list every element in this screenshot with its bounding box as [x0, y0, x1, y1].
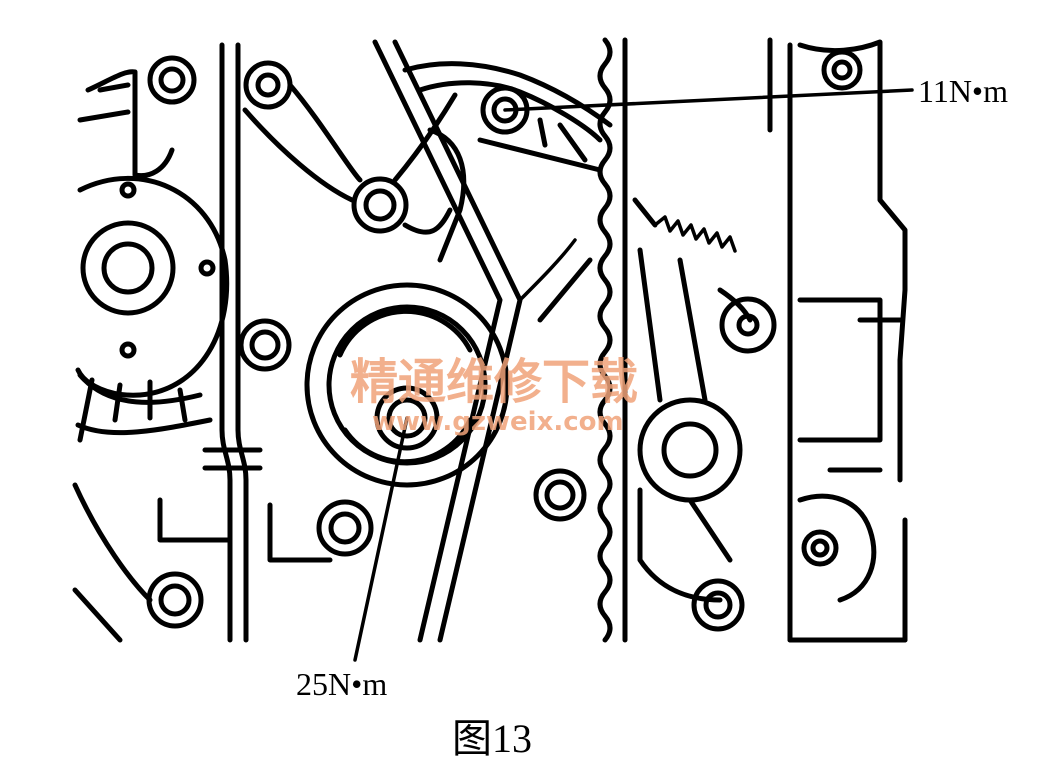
engine-block-right	[767, 37, 908, 643]
leader-lines	[353, 88, 914, 662]
figure-caption: 图13	[452, 716, 532, 761]
watermark-url: www.gzweix.com	[372, 407, 624, 437]
watermark-cn: 精通维修下载	[350, 354, 638, 410]
tensioner-spring	[632, 197, 777, 354]
left-cover-rail	[202, 42, 263, 643]
timing-belt	[372, 39, 593, 643]
torque-label-top: 11N•m	[918, 73, 1008, 109]
crankshaft-pulley	[304, 282, 510, 488]
idler-pulley	[637, 247, 745, 632]
upper-bolts	[238, 60, 458, 372]
watermark: 精通维修下载 www.gzweix.com	[350, 354, 638, 437]
torque-label-bottom: 25N•m	[296, 666, 387, 702]
water-pump-housing	[75, 55, 230, 443]
lower-bolts	[72, 468, 587, 643]
cover-tooth-edge	[597, 37, 628, 643]
